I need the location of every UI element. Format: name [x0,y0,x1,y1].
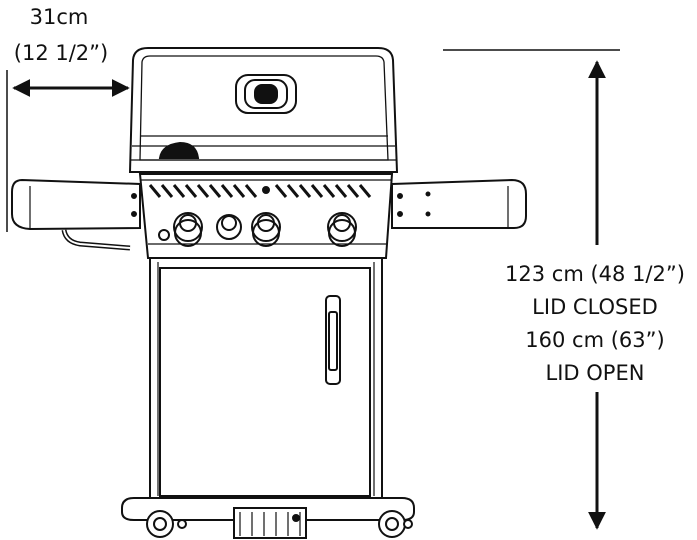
control-panel [138,173,394,259]
height-dimension-labels: 123 cm (48 1/2”) LID CLOSED 160 cm (63”)… [490,258,697,390]
left-side-shelf [11,178,141,251]
burner-knob-3 [251,212,281,247]
grill-lid [128,47,399,173]
height-open-value: 160 cm (63”) [525,328,665,352]
height-open-label: LID OPEN [545,361,645,385]
burner-knob-1 [173,212,203,247]
height-dimension-line [443,49,620,530]
width-dimension-line [6,70,130,232]
burner-knob-2 [216,214,242,240]
height-closed-value: 123 cm (48 1/2”) [505,262,685,286]
grill-cart [121,257,415,521]
igniter-button [158,229,170,241]
right-side-shelf [391,178,527,229]
cart-base [233,507,307,539]
left-caster-wheel [146,510,187,538]
height-closed-label: LID CLOSED [532,295,658,319]
width-value-label: 31cm [29,5,89,29]
right-caster-wheel [378,510,413,538]
width-imperial-label: (12 1/2”) [13,41,109,65]
burner-knob-4 [327,212,357,247]
